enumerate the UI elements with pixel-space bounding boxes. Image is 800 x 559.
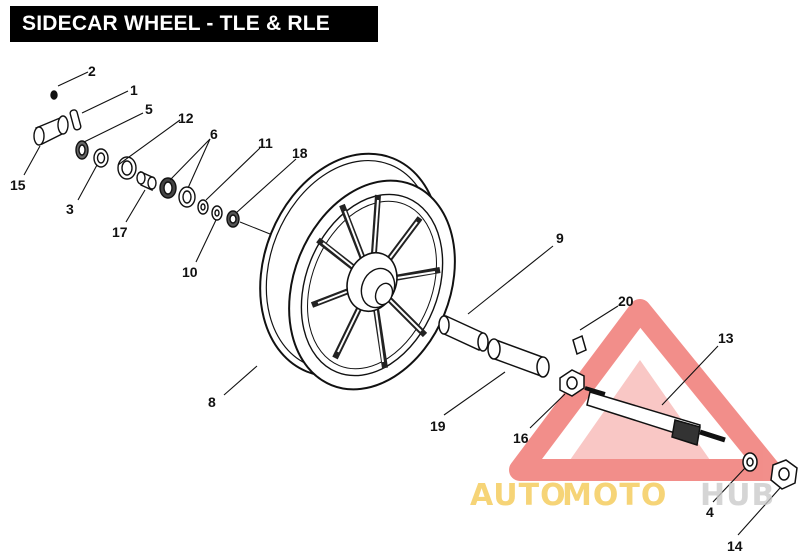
part-9-spacer <box>438 314 489 352</box>
callout-3: 3 <box>66 201 74 217</box>
part-1-pin <box>69 109 82 131</box>
spacer-parts <box>438 314 798 490</box>
callout-9: 9 <box>556 230 564 246</box>
part-11-washer <box>197 199 209 215</box>
callout-17: 17 <box>112 224 128 240</box>
callout-1: 1 <box>130 82 138 98</box>
callout-4: 4 <box>706 504 714 520</box>
diagram-title: SIDECAR WHEEL - TLE & RLE <box>10 6 378 42</box>
callout-12: 12 <box>178 110 194 126</box>
leader-lines <box>23 71 781 536</box>
callout-16: 16 <box>513 430 529 446</box>
callout-18: 18 <box>292 145 308 161</box>
callout-20: 20 <box>618 293 634 309</box>
callout-11: 11 <box>258 135 273 151</box>
callout-15: 15 <box>10 177 26 193</box>
callout-2: 2 <box>88 63 96 79</box>
part-20-clip <box>572 334 587 356</box>
callout-8: 8 <box>208 394 216 410</box>
part-13-axle <box>584 386 726 446</box>
callout-14: 14 <box>727 538 743 554</box>
callout-19: 19 <box>430 418 446 434</box>
part-3-washer <box>93 148 109 168</box>
part-8-wheel <box>259 152 456 391</box>
part-19-spacer <box>487 338 550 378</box>
watermark-moto: MOTO <box>562 478 667 513</box>
part-18-nut <box>226 210 240 228</box>
callout-5: 5 <box>145 101 153 117</box>
part-15-bearing-cup <box>33 115 69 146</box>
part-4-washer <box>742 452 758 472</box>
callout-10: 10 <box>182 264 198 280</box>
part-17-spacer <box>136 170 157 192</box>
part-16-nut <box>559 369 585 397</box>
part-12-seal <box>117 156 137 180</box>
callout-labels: 2 1 5 12 6 11 18 15 3 17 10 8 9 20 13 19… <box>10 63 743 554</box>
callout-6: 6 <box>210 126 218 142</box>
watermark-text: AUTO MOTO HUB <box>470 478 775 513</box>
part-2-ball <box>50 90 58 100</box>
part-14-nut <box>770 459 798 490</box>
part-10-washer <box>211 205 223 221</box>
watermark-auto: AUTO <box>470 478 567 513</box>
part-6-bearing <box>159 177 196 208</box>
part-5-roller-bearing <box>75 140 89 160</box>
watermark-hub: HUB <box>700 478 775 513</box>
callout-13: 13 <box>718 330 734 346</box>
small-parts-group <box>33 90 276 237</box>
